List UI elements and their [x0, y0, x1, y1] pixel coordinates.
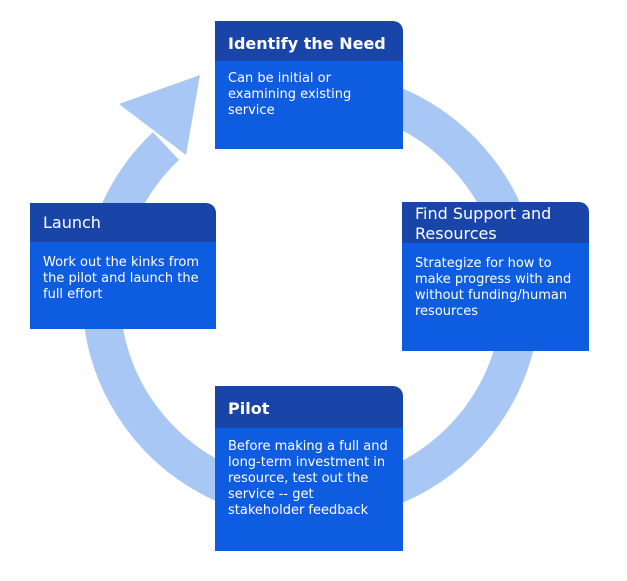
step-title: Launch — [30, 203, 216, 242]
step-title: Pilot — [215, 386, 403, 428]
step-find-support-and-resources: Find Support and Resources Strategize fo… — [402, 202, 589, 351]
step-description: Work out the kinks from the pilot and la… — [30, 242, 216, 329]
step-description: Can be initial or examining existing ser… — [215, 61, 403, 149]
step-title: Find Support and Resources — [402, 202, 589, 243]
step-pilot: Pilot Before making a full and long-term… — [215, 386, 403, 551]
step-launch: Launch Work out the kinks from the pilot… — [30, 203, 216, 329]
step-identify-the-need: Identify the Need Can be initial or exam… — [215, 21, 403, 149]
step-description: Before making a full and long-term inves… — [215, 428, 403, 551]
step-title: Identify the Need — [215, 21, 403, 61]
step-description: Strategize for how to make progress with… — [402, 243, 589, 351]
cycle-arrow-head — [119, 75, 200, 155]
